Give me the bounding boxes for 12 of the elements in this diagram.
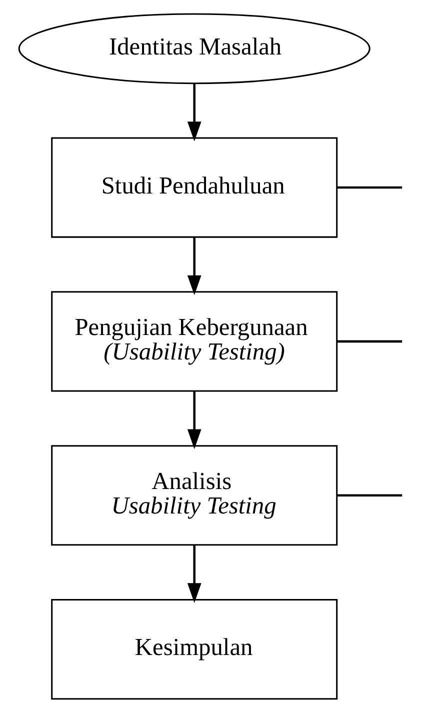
arrow <box>186 545 201 604</box>
arrow <box>186 84 201 142</box>
arrow <box>186 237 201 296</box>
connector <box>336 494 402 497</box>
arrow <box>186 391 201 450</box>
node-box: Kesimpulan <box>50 599 338 700</box>
node-box: Studi Pendahuluan <box>50 137 338 238</box>
connector <box>336 340 402 343</box>
node-box: Analisis Usability Testing <box>50 445 338 546</box>
node-box: Pengujian Kebergunaan (Usability Testing) <box>50 291 338 392</box>
connector <box>336 186 402 189</box>
node-ellipse: Identitas Masalah <box>18 13 370 84</box>
